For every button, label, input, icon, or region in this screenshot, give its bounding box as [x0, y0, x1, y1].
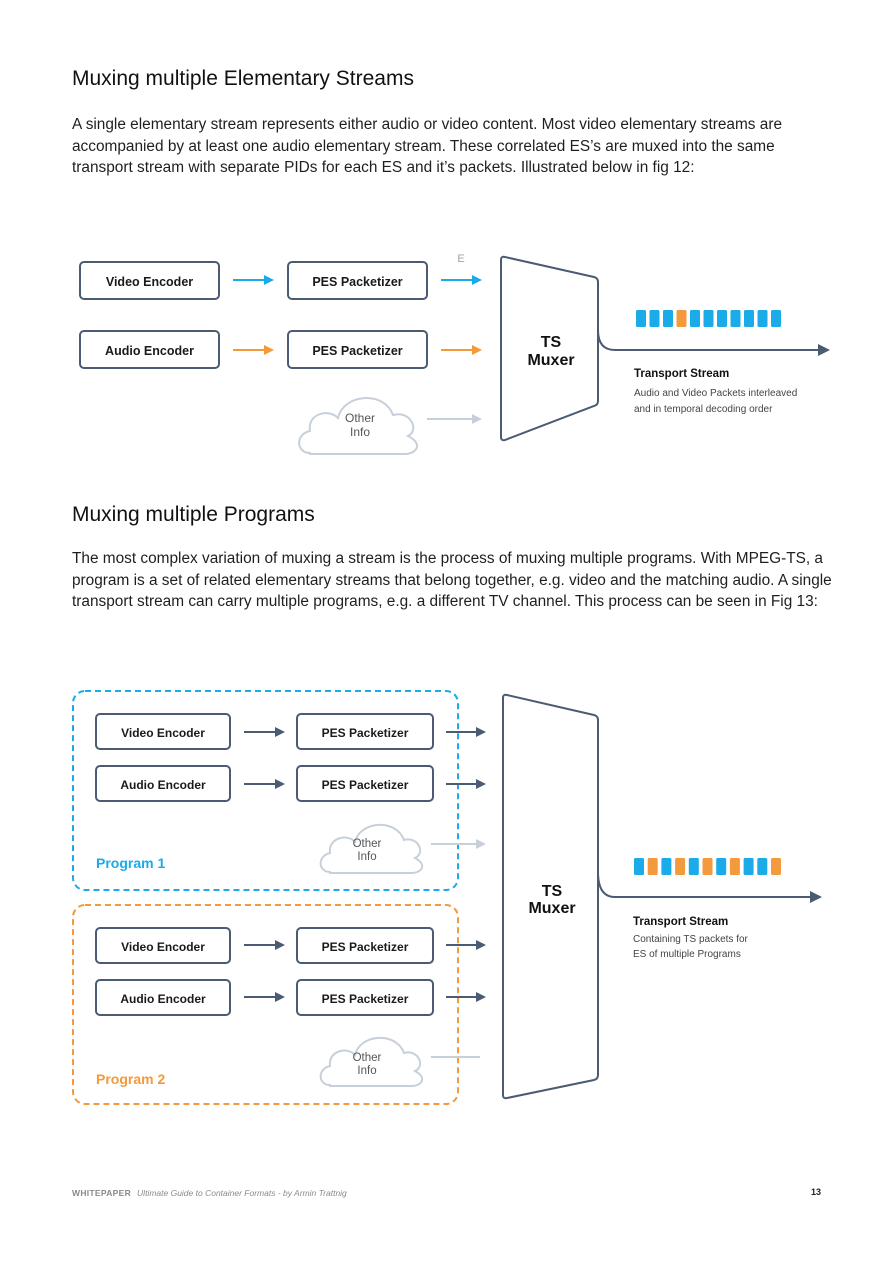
packet-video: [688, 858, 699, 875]
p1-pes-packetizer-audio-label: PES Packetizer: [322, 778, 409, 792]
program-2-container: [72, 904, 459, 1105]
p1-pes-packetizer-audio-box: [296, 765, 434, 802]
packet-video: [716, 858, 727, 875]
packet-audio: [676, 310, 687, 327]
section-paragraph-programs: The most complex variation of muxing a s…: [72, 550, 832, 610]
ts-muxer-label-line2: Muxer: [527, 352, 574, 369]
p1-other-info-line1: Other: [353, 838, 382, 850]
page-number: 13: [810, 1187, 821, 1197]
packet-audio: [647, 858, 658, 875]
packet-audio: [702, 858, 713, 875]
packet-video: [744, 310, 754, 327]
packet-video: [636, 310, 646, 327]
pes-packetizer-audio-label: PES Packetizer: [312, 344, 402, 358]
pes-packetizer-video-label: PES Packetizer: [312, 275, 402, 289]
transport-stream-2-desc-line2: ES of multiple Programs: [633, 949, 741, 960]
footer-brand: WHITEPAPER: [72, 1188, 132, 1198]
transport-stream-2-desc-line1: Containing TS packets for: [633, 934, 749, 945]
packet-audio: [675, 858, 686, 875]
section-heading-elementary-streams: Muxing multiple Elementary Streams: [72, 67, 414, 90]
p1-cloud-icon: [319, 823, 424, 874]
stray-label: E: [457, 253, 464, 265]
audio-encoder-label: Audio Encoder: [105, 344, 194, 358]
transport-stream-title: Transport Stream: [634, 368, 729, 380]
p1-pes-packetizer-video-box: [296, 713, 434, 750]
transport-stream-arrow-2: [597, 871, 822, 903]
p1-audio-encoder-box: [95, 765, 231, 802]
packet-video: [703, 310, 714, 327]
p2-audio-encoder-box: [95, 979, 231, 1016]
p1-pes-packetizer-video-label: PES Packetizer: [322, 726, 409, 740]
packet-video: [690, 310, 700, 327]
other-info-label-line1: Other: [345, 411, 375, 425]
p2-other-info-line1: Other: [353, 1052, 382, 1064]
p2-other-info-line2: Info: [357, 1065, 376, 1077]
ts-muxer-shape: [500, 255, 599, 442]
p2-audio-encoder-label: Audio Encoder: [120, 992, 206, 1006]
transport-stream-packets-2: [634, 858, 781, 875]
p2-pes-packetizer-audio-label: PES Packetizer: [322, 992, 409, 1006]
packet-video: [757, 310, 768, 327]
p1-video-encoder-box: [95, 713, 231, 750]
packet-video: [649, 310, 660, 327]
p2-video-encoder-box: [95, 927, 231, 964]
program-1-label: Program 1: [96, 855, 165, 871]
other-info-label-line2: Info: [350, 425, 370, 439]
section-paragraph-elementary-streams: A single elementary stream represents ei…: [72, 116, 783, 176]
program-2-label: Program 2: [96, 1071, 165, 1087]
figure-13-diagram: Program 1 Video Encoder Audio Encoder PE…: [72, 690, 822, 1105]
ts-muxer-2-label-line1: TS: [542, 883, 563, 900]
packet-video: [661, 858, 672, 875]
p2-pes-packetizer-video-box: [296, 927, 434, 964]
page-footer: WHITEPAPER Ultimate Guide to Container Fo…: [72, 1188, 347, 1198]
packet-video: [757, 858, 768, 875]
packet-video: [730, 310, 741, 327]
pes-packetizer-video-box: [287, 261, 428, 300]
p2-pes-packetizer-audio-box: [296, 979, 434, 1016]
video-encoder-label: Video Encoder: [106, 275, 193, 289]
footer-subtitle: Ultimate Guide to Container Formats - by…: [137, 1188, 347, 1198]
packet-video: [663, 310, 673, 327]
packet-audio: [771, 858, 781, 875]
transport-stream-desc-line1: Audio and Video Packets interleaved: [634, 388, 797, 399]
ts-muxer-label-line1: TS: [541, 334, 562, 351]
transport-stream-desc-line2: and in temporal decoding order: [634, 404, 773, 415]
p1-other-info-line2: Info: [357, 851, 376, 863]
p2-cloud-icon: [319, 1036, 424, 1087]
transport-stream-2-title: Transport Stream: [633, 916, 728, 928]
pes-packetizer-audio-box: [287, 330, 428, 369]
ts-muxer-shape-2: [502, 693, 599, 1100]
packet-video: [771, 310, 781, 327]
p1-audio-encoder-label: Audio Encoder: [120, 778, 206, 792]
transport-stream-arrow: [597, 329, 830, 356]
packet-video: [717, 310, 727, 327]
video-encoder-box: [79, 261, 220, 300]
audio-encoder-box: [79, 330, 220, 369]
section-heading-programs: Muxing multiple Programs: [72, 503, 315, 526]
packet-video: [743, 858, 754, 875]
p2-pes-packetizer-video-label: PES Packetizer: [322, 940, 409, 954]
cloud-icon: [298, 397, 418, 455]
p1-video-encoder-label: Video Encoder: [121, 726, 205, 740]
transport-stream-packets: [636, 310, 781, 327]
p2-video-encoder-label: Video Encoder: [121, 940, 205, 954]
program-1-container: [72, 690, 459, 891]
packet-audio: [729, 858, 740, 875]
ts-muxer-2-label-line2: Muxer: [528, 900, 575, 917]
figure-12-diagram: E Video Encoder Audio Encoder PES Packet…: [79, 253, 830, 455]
packet-video: [634, 858, 644, 875]
